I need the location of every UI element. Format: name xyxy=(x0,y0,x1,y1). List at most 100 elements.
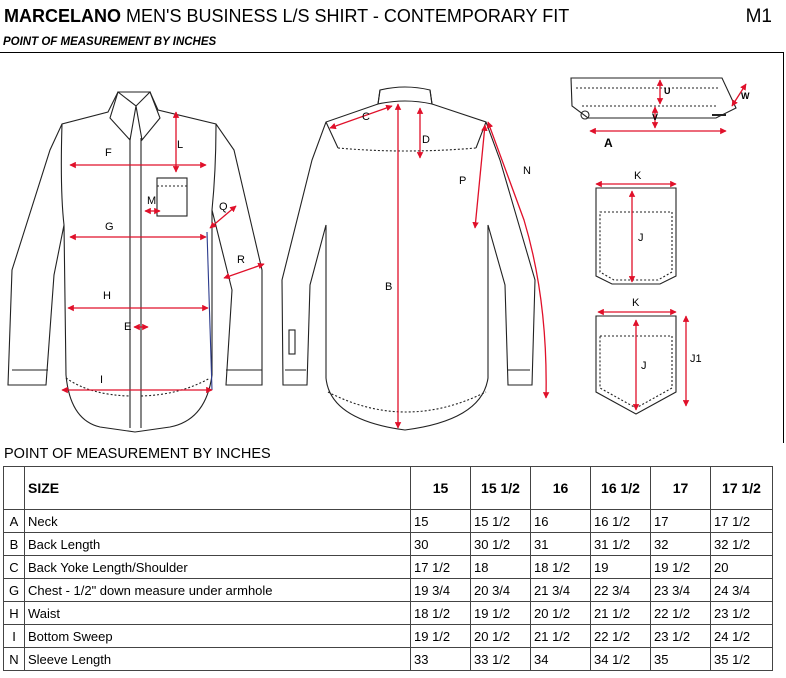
measurement-value: 32 xyxy=(650,532,711,556)
measurement-value: 21 3/4 xyxy=(530,578,591,602)
row-label: Bottom Sweep xyxy=(24,624,411,648)
label-a: A xyxy=(604,136,613,150)
measurement-value: 24 3/4 xyxy=(710,578,773,602)
label-j-2: J xyxy=(641,360,647,372)
size-header: 16 xyxy=(530,466,591,510)
label-u: U xyxy=(664,86,671,96)
measurement-value: 18 xyxy=(470,555,531,579)
measurement-value: 17 1/2 xyxy=(410,555,471,579)
back-shirt-drawing xyxy=(281,86,536,431)
measurement-value: 33 xyxy=(410,647,471,671)
measurement-value: 20 3/4 xyxy=(470,578,531,602)
measurement-value: 22 3/4 xyxy=(590,578,651,602)
row-code: A xyxy=(3,509,25,533)
row-label: Back Yoke Length/Shoulder xyxy=(24,555,411,579)
section-title: POINT OF MEASUREMENT BY INCHES xyxy=(4,446,271,462)
measurement-value: 20 xyxy=(710,555,773,579)
measurement-value: 17 xyxy=(650,509,711,533)
label-w: W xyxy=(741,91,750,101)
label-m: M xyxy=(147,195,156,207)
measurement-value: 33 1/2 xyxy=(470,647,531,671)
label-p: P xyxy=(459,175,466,187)
measurement-value: 19 3/4 xyxy=(410,578,471,602)
label-n: N xyxy=(523,165,531,177)
product-title: MEN'S BUSINESS L/S SHIRT - CONTEMPORARY … xyxy=(126,6,570,26)
pocket-1-drawing xyxy=(595,187,677,285)
pocket-2-arrows xyxy=(597,308,690,411)
measurement-value: 21 1/2 xyxy=(590,601,651,625)
measurement-value: 35 1/2 xyxy=(710,647,773,671)
label-d: D xyxy=(422,134,430,146)
collar-labels: U W V A xyxy=(604,86,750,150)
pocket-1-arrows xyxy=(595,180,677,283)
measurement-value: 15 1/2 xyxy=(470,509,531,533)
size-header: 17 1/2 xyxy=(710,466,773,510)
measurement-value: 16 1/2 xyxy=(590,509,651,533)
label-f: F xyxy=(105,147,112,159)
label-h: H xyxy=(103,290,111,302)
measurement-value: 23 1/2 xyxy=(710,601,773,625)
collar-drawing xyxy=(570,77,737,120)
measurement-value: 19 xyxy=(590,555,651,579)
measurement-value: 32 1/2 xyxy=(710,532,773,556)
style-code: M1 xyxy=(745,6,772,27)
measurement-value: 31 xyxy=(530,532,591,556)
diagram-frame xyxy=(0,52,784,443)
measurement-value: 15 xyxy=(410,509,471,533)
front-measure-arrows xyxy=(61,111,265,394)
measurement-value: 34 1/2 xyxy=(590,647,651,671)
shirt-measurement-diagram: F L M Q G R H E I C D N P B xyxy=(7,77,750,433)
front-shirt-drawing xyxy=(7,91,263,433)
measurement-value: 20 1/2 xyxy=(470,624,531,648)
label-j1: J1 xyxy=(690,353,702,365)
row-code: N xyxy=(3,647,25,671)
measurement-value: 30 xyxy=(410,532,471,556)
label-g: G xyxy=(105,221,114,233)
label-q: Q xyxy=(219,201,228,213)
label-k-2: K xyxy=(632,297,640,309)
brand-name: MARCELANO xyxy=(4,6,121,26)
document-subtitle: POINT OF MEASUREMENT BY INCHES xyxy=(3,36,217,48)
label-v: V xyxy=(652,112,658,122)
row-code: H xyxy=(3,601,25,625)
label-r: R xyxy=(237,254,245,266)
label-l: L xyxy=(177,139,183,151)
size-header: 17 xyxy=(650,466,711,510)
back-measure-arrows xyxy=(329,103,550,429)
measurement-value: 16 xyxy=(530,509,591,533)
measurement-value: 20 1/2 xyxy=(530,601,591,625)
measurement-value: 19 1/2 xyxy=(410,624,471,648)
collar-measure-arrows xyxy=(589,79,747,135)
measurement-value: 34 xyxy=(530,647,591,671)
measurement-value: 19 1/2 xyxy=(470,601,531,625)
row-label: Back Length xyxy=(24,532,411,556)
row-code: C xyxy=(3,555,25,579)
measurement-value: 24 1/2 xyxy=(710,624,773,648)
label-i: I xyxy=(100,374,103,386)
measurement-value: 22 1/2 xyxy=(650,601,711,625)
row-label: Neck xyxy=(24,509,411,533)
measurement-value: 19 1/2 xyxy=(650,555,711,579)
document-title: MARCELANO MEN'S BUSINESS L/S SHIRT - CON… xyxy=(4,6,569,27)
label-c: C xyxy=(362,111,370,123)
measurement-value: 23 1/2 xyxy=(650,624,711,648)
measurement-value: 18 1/2 xyxy=(530,555,591,579)
header-code-cell xyxy=(3,466,25,510)
label-e: E xyxy=(124,321,131,333)
size-header: 15 1/2 xyxy=(470,466,531,510)
row-code: B xyxy=(3,532,25,556)
row-label: Chest - 1/2" down measure under armhole xyxy=(24,578,411,602)
label-j-1: J xyxy=(638,232,644,244)
front-labels: F L M Q G R H E I xyxy=(100,139,245,386)
row-code: I xyxy=(3,624,25,648)
label-k-1: K xyxy=(634,170,642,182)
measurement-value: 21 1/2 xyxy=(530,624,591,648)
measurement-value: 22 1/2 xyxy=(590,624,651,648)
